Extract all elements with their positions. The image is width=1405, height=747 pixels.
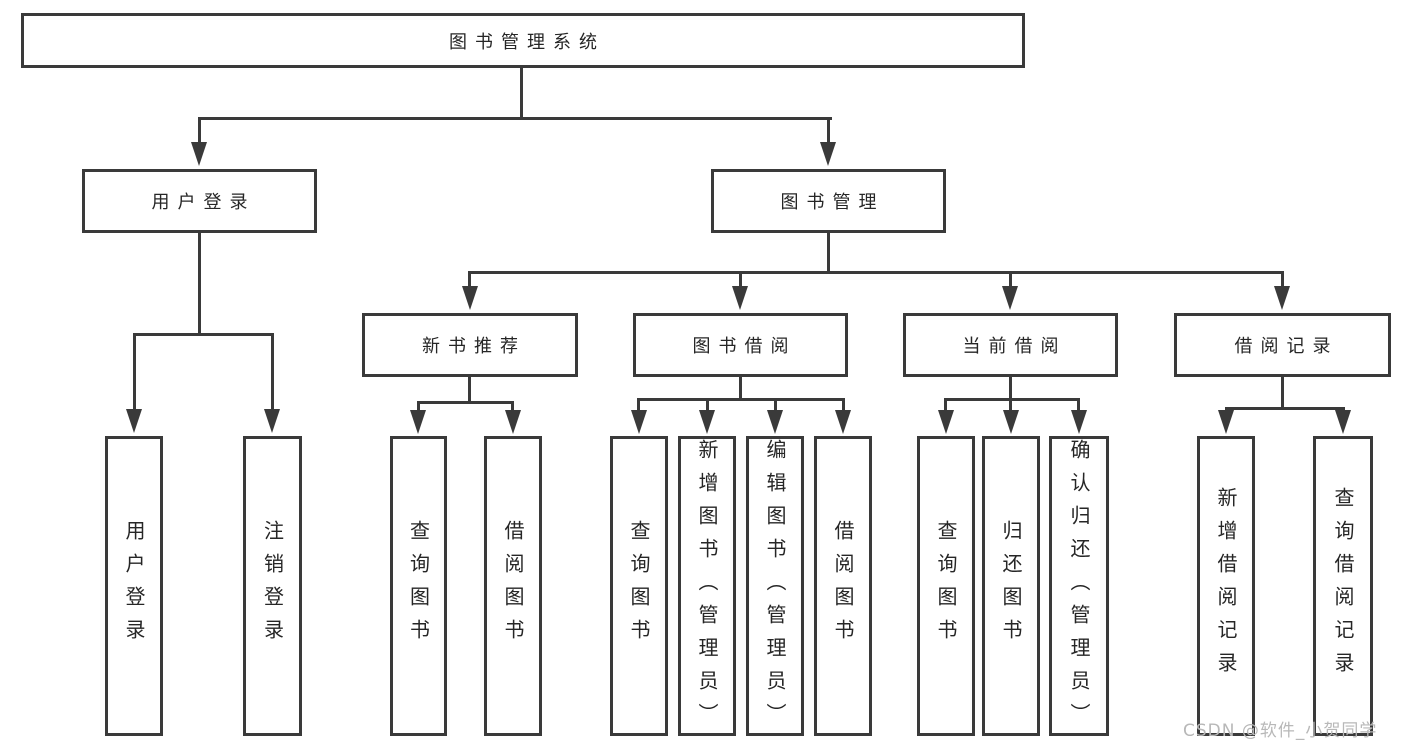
connector-stem-user-login <box>198 117 201 147</box>
arrowhead-nr-query <box>410 410 426 434</box>
connector-stem-bb-query <box>637 398 640 412</box>
connector-stem-leaf-user-login <box>133 333 136 411</box>
leaf-query-borrow-record: 查询借阅记录 <box>1313 436 1373 736</box>
connector-stem-cur-borrow <box>1009 271 1012 288</box>
leaf-add-borrow-record: 新增借阅记录 <box>1197 436 1255 736</box>
node-current-borrowing: 当前借阅 <box>903 313 1118 377</box>
leaf-logout-login: 注销登录 <box>243 436 302 736</box>
leaf-query-books-current: 查询图书 <box>917 436 975 736</box>
arrowhead-cur-borrow <box>1002 286 1018 310</box>
leaf-borrow-books: 借阅图书 <box>814 436 872 736</box>
arrowhead-bb-borrow <box>835 410 851 434</box>
connector-stem-leaf-logout <box>271 333 274 411</box>
connector-root-crossbar <box>198 117 832 120</box>
arrowhead-nr-borrow <box>505 410 521 434</box>
connector-book-borrow-trunk <box>739 377 742 401</box>
connector-book-borrow-crossbar <box>638 398 845 401</box>
node-borrowing-records: 借阅记录 <box>1174 313 1391 377</box>
connector-stem-borrow-rec <box>1281 271 1284 288</box>
node-user-login: 用户登录 <box>82 169 317 233</box>
connector-cur-borrow-crossbar <box>945 398 1080 401</box>
arrowhead-user-login <box>191 142 207 166</box>
arrowhead-cb-query <box>938 410 954 434</box>
arrowhead-borrow-rec <box>1274 286 1290 310</box>
node-book-management: 图书管理 <box>711 169 946 233</box>
connector-stem-cb-confirm <box>1077 398 1080 412</box>
connector-stem-new-rec <box>468 271 471 288</box>
connector-stem-nr-borrow <box>511 401 514 412</box>
connector-stem-book-mgmt <box>827 117 830 147</box>
arrowhead-cb-confirm <box>1071 410 1087 434</box>
connector-stem-cb-return <box>1009 398 1012 412</box>
connector-user-login-trunk <box>198 233 201 335</box>
node-book-borrowing: 图书借阅 <box>633 313 848 377</box>
connector-cur-borrow-trunk <box>1009 377 1012 401</box>
leaf-edit-book-admin: 编辑图书（管理员） <box>746 436 804 736</box>
leaf-user-login: 用户登录 <box>105 436 163 736</box>
connector-root-trunk <box>520 68 523 118</box>
connector-book-mgmt-trunk <box>827 233 830 273</box>
arrowhead-bb-query <box>631 410 647 434</box>
arrowhead-br-query <box>1335 410 1351 434</box>
connector-borrow-rec-trunk <box>1281 377 1284 409</box>
leaf-confirm-return-admin: 确认归还（管理员） <box>1049 436 1109 736</box>
leaf-borrow-books-recommend: 借阅图书 <box>484 436 542 736</box>
leaf-return-books: 归还图书 <box>982 436 1040 736</box>
leaf-add-book-admin: 新增图书（管理员） <box>678 436 736 736</box>
arrowhead-bb-edit <box>767 410 783 434</box>
arrowhead-new-rec <box>462 286 478 310</box>
arrowhead-leaf-logout <box>264 409 280 433</box>
connector-book-mgmt-crossbar <box>469 271 1282 274</box>
connector-stem-cb-query <box>944 398 947 412</box>
node-new-book-recommendation: 新书推荐 <box>362 313 578 377</box>
arrowhead-leaf-user-login <box>126 409 142 433</box>
connector-stem-nr-query <box>417 401 420 412</box>
leaf-query-books-borrowing: 查询图书 <box>610 436 668 736</box>
connector-new-rec-crossbar <box>417 401 514 404</box>
arrowhead-bb-add <box>699 410 715 434</box>
connector-borrow-rec-crossbar <box>1225 407 1345 410</box>
arrowhead-cb-return <box>1003 410 1019 434</box>
connector-new-rec-trunk <box>468 377 471 404</box>
csdn-watermark: CSDN @软件_小贺同学 <box>1183 721 1378 741</box>
leaf-query-books-recommend: 查询图书 <box>390 436 447 736</box>
connector-stem-bb-add <box>706 398 709 412</box>
connector-stem-bb-edit <box>774 398 777 412</box>
connector-stem-book-borrow <box>739 271 742 288</box>
arrowhead-br-add <box>1218 410 1234 434</box>
arrowhead-book-mgmt <box>820 142 836 166</box>
connector-stem-bb-borrow <box>842 398 845 412</box>
arrowhead-book-borrow <box>732 286 748 310</box>
node-library-management-system: 图书管理系统 <box>21 13 1025 68</box>
connector-user-login-crossbar <box>134 333 273 336</box>
